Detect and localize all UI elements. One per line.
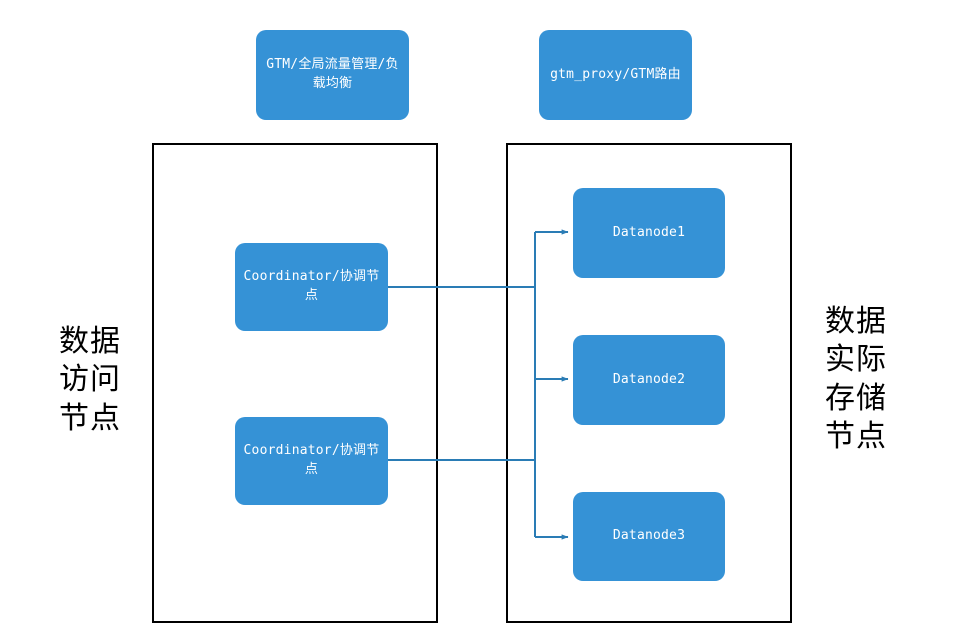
- node-gtm-label: GTM/全局流量管理/负载均衡: [266, 57, 399, 91]
- node-gtm-proxy-label: gtm_proxy/GTM路由: [550, 66, 681, 82]
- node-datanode2[interactable]: Datanode2: [573, 335, 725, 425]
- node-coordinator1[interactable]: Coordinator/协调节点: [235, 243, 388, 331]
- node-gtm-proxy[interactable]: gtm_proxy/GTM路由: [539, 30, 692, 120]
- node-datanode3-label: Datanode3: [612, 528, 686, 544]
- data-access-group-box: [152, 143, 438, 623]
- node-coordinator2[interactable]: Coordinator/协调节点: [235, 417, 388, 505]
- node-datanode3[interactable]: Datanode3: [573, 492, 725, 581]
- data-storage-group-label: 数据 实际 存储 节点: [825, 304, 887, 455]
- node-datanode1[interactable]: Datanode1: [573, 188, 725, 278]
- node-datanode2-label: Datanode2: [612, 371, 686, 387]
- node-gtm[interactable]: GTM/全局流量管理/负载均衡: [256, 30, 409, 120]
- data-access-group-label: 数据 访问 节点: [59, 324, 121, 436]
- data-storage-group-box: [506, 143, 792, 623]
- node-datanode1-label: Datanode1: [612, 224, 686, 240]
- node-coordinator1-label: Coordinator/协调节点: [243, 269, 380, 303]
- node-coordinator2-label: Coordinator/协调节点: [243, 443, 380, 477]
